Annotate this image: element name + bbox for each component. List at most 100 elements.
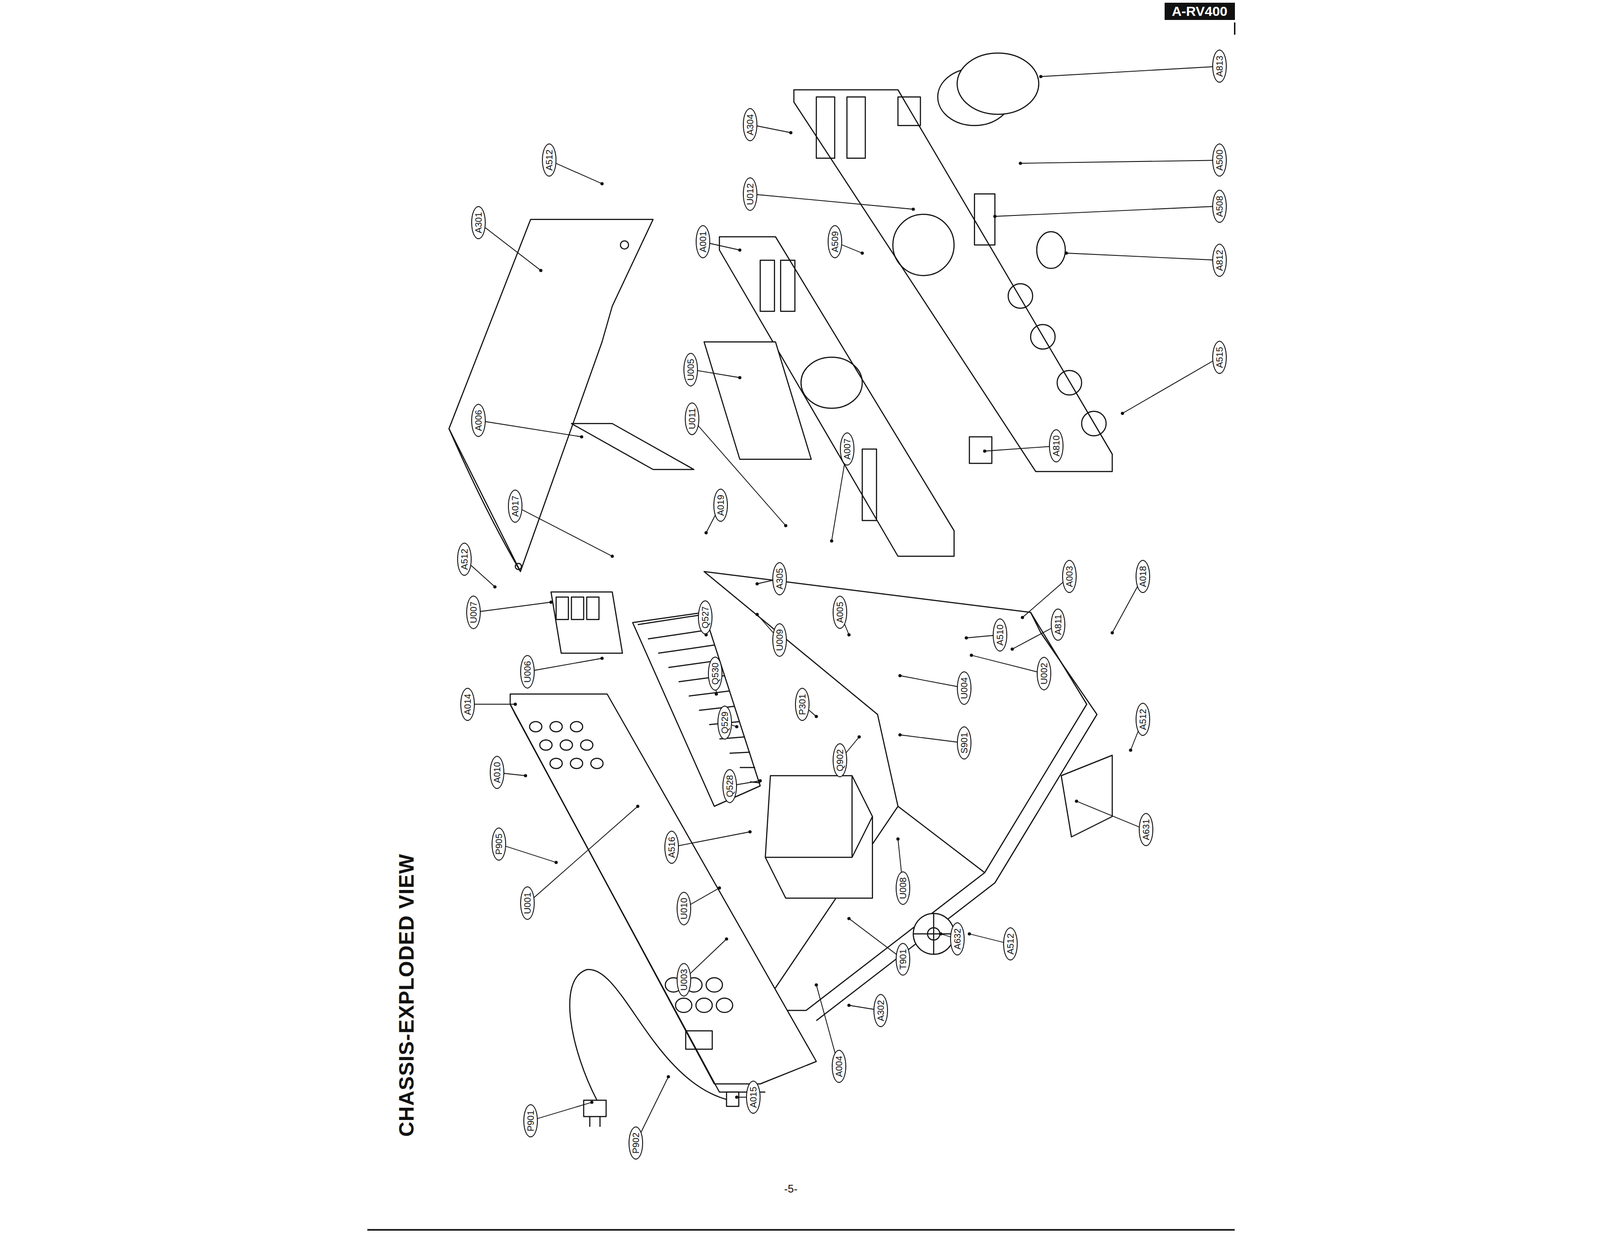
callout-number: A003 — [1062, 560, 1077, 594]
leader-lines — [464, 66, 1220, 1143]
leader-lines-part — [738, 376, 742, 379]
leader-lines-part — [814, 715, 818, 718]
leader-lines-part — [830, 539, 833, 542]
foot-part — [927, 927, 940, 940]
callout-number: A015 — [746, 1080, 761, 1114]
leader-lines-part — [1020, 160, 1220, 164]
leader-lines-part — [704, 531, 708, 534]
callout-number: U008 — [895, 871, 911, 905]
top-cover — [448, 219, 654, 572]
power-cord-part — [569, 969, 730, 1100]
callout-number: A304 — [742, 107, 758, 142]
leader-lines-part — [1122, 357, 1220, 414]
rear-panel-part — [570, 721, 583, 732]
rear-panel-part — [590, 758, 604, 769]
leader-lines-part — [1065, 251, 1068, 254]
leader-lines-part — [1076, 800, 1147, 830]
knobs-part — [969, 436, 993, 464]
leader-lines-part — [555, 861, 558, 864]
leader-lines-part — [995, 206, 1220, 217]
rear-panel-part — [560, 739, 573, 751]
rear-panel-part — [529, 721, 542, 732]
callout-number: U003 — [676, 962, 692, 997]
top-cover-part — [515, 563, 522, 570]
leader-lines-part — [912, 208, 915, 211]
top-cover-part — [620, 240, 629, 249]
leader-lines-part — [1040, 66, 1220, 77]
callout-number: A632 — [950, 922, 965, 956]
corner-tick — [1234, 22, 1236, 35]
leader-lines-part — [968, 932, 971, 935]
model-badge: A-RV400 — [1164, 2, 1235, 20]
callout-number: A811 — [1050, 608, 1066, 641]
leader-lines-part — [539, 269, 542, 272]
callout-number: U006 — [520, 654, 535, 689]
rear-panel-part — [716, 998, 733, 1013]
heat-sink-part — [688, 690, 730, 696]
circuit-board-part — [571, 423, 694, 470]
leader-lines-part — [784, 524, 787, 527]
callout-number: A001 — [695, 225, 711, 259]
foot-part — [933, 913, 935, 955]
front-panel-part — [974, 194, 996, 246]
leader-lines-part — [847, 1004, 850, 1007]
callout-number: P301 — [795, 687, 810, 721]
front-panel-part — [847, 97, 866, 159]
rear-panel — [510, 693, 817, 1093]
leader-lines-part — [939, 932, 942, 935]
front-panel-part — [892, 214, 955, 276]
front-panel-part — [1008, 283, 1033, 309]
leader-lines-part — [735, 1095, 738, 1098]
leader-lines-part — [759, 779, 762, 782]
front-subpanel-part — [800, 357, 863, 409]
heat-sink-part — [739, 766, 756, 768]
circuit-board-part — [571, 596, 584, 620]
rear-panel-part — [706, 977, 723, 993]
leader-lines-part — [549, 600, 552, 604]
transformer-part — [765, 775, 873, 898]
leader-lines-part — [580, 435, 583, 438]
leader-lines-part — [898, 733, 902, 736]
leader-lines-part — [984, 445, 1057, 451]
callout-number: A004 — [831, 1049, 847, 1083]
callout-number: U011 — [684, 401, 700, 435]
leader-lines-part — [1019, 161, 1022, 165]
callout-number: A515 — [1212, 340, 1227, 374]
circuit-board-part — [556, 596, 569, 620]
heat-sink-part — [637, 614, 704, 625]
leader-lines-part — [549, 160, 603, 184]
heat-sink-part — [658, 644, 715, 654]
leader-lines-part — [610, 555, 614, 558]
front-panel-part — [897, 97, 921, 126]
callout-number: A510 — [992, 618, 1008, 652]
power-cord-part — [583, 1100, 607, 1117]
rear-panel-part — [580, 739, 593, 751]
leader-lines-part — [493, 585, 497, 588]
leader-lines-part — [498, 843, 557, 863]
side-plate — [1061, 755, 1113, 837]
front-panel-part — [1057, 370, 1082, 396]
leader-lines-part — [1010, 647, 1014, 650]
leader-lines-part — [1121, 412, 1124, 415]
callout-number: A305 — [772, 561, 787, 596]
page-number: -5- — [784, 1182, 798, 1196]
leader-lines-part — [900, 734, 965, 743]
callout-number: Q528 — [722, 768, 737, 803]
leader-lines-part — [814, 983, 818, 986]
leader-lines-part — [983, 449, 986, 453]
callout-number: U009 — [772, 623, 787, 657]
callout-number: U002 — [1036, 656, 1052, 691]
front-panel — [794, 89, 1113, 472]
leader-lines-part — [861, 251, 864, 254]
leader-lines-part — [756, 613, 759, 616]
callout-number: U007 — [466, 595, 481, 630]
leader-lines-part — [667, 1075, 670, 1078]
front-panel-part — [794, 89, 1113, 472]
front-panel-part — [1030, 324, 1056, 350]
leader-lines-part — [600, 657, 604, 660]
leader-lines-part — [600, 182, 604, 185]
leader-lines-part — [671, 831, 751, 848]
callout-number: A508 — [1212, 189, 1227, 223]
foot — [913, 913, 955, 955]
